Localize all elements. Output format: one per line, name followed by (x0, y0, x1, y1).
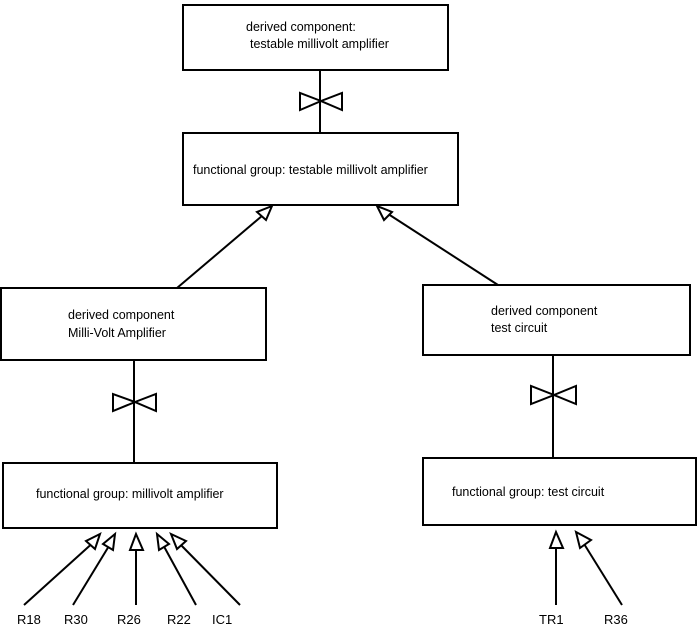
node-top-functional-group-line1: functional group: testable millivolt amp… (193, 163, 428, 177)
node-left-functional-group[interactable]: functional group: millivolt amplifier (2, 462, 278, 529)
leaf-label-tr1: TR1 (539, 612, 564, 627)
bowtie-derivation-icon-right-wing (132, 392, 157, 413)
node-left-derived-component[interactable]: derived component Milli-Volt Amplifier (0, 287, 267, 361)
node-left-functional-group-line1: functional group: millivolt amplifier (36, 487, 224, 501)
arrow-leaf-ic1-line (175, 539, 241, 606)
node-right-functional-group-rect[interactable] (422, 457, 697, 526)
arrow-leaf-tr1 (548, 529, 565, 605)
node-top-functional-group[interactable]: functional group: testable millivolt amp… (182, 132, 459, 206)
connector-top (299, 70, 343, 133)
node-left-derived-component-line1: derived component (68, 308, 175, 322)
node-top-derived-component[interactable]: derived component: testable millivolt am… (182, 4, 449, 71)
node-right-derived-component-rect[interactable] (422, 284, 691, 356)
arrow-right-derived-to-top-functional (374, 204, 499, 286)
bowtie-derivation-icon (299, 91, 343, 112)
arrow-leaf-r26 (128, 531, 145, 605)
arrow-leaf-tr1-head (548, 529, 565, 549)
node-left-functional-group-rect[interactable] (2, 462, 278, 529)
arrow-leaf-r22-line (160, 540, 197, 606)
arrow-leaf-r36-line (580, 538, 623, 606)
arrow-leaf-r30-head (101, 531, 117, 552)
arrow-leaf-r36-head (574, 530, 593, 550)
node-right-derived-component-line1: derived component (491, 304, 598, 318)
arrow-leaf-ic1-head (169, 532, 188, 551)
arrow-leaf-r22-head (155, 531, 171, 552)
node-top-derived-component-line1: derived component: (246, 20, 356, 34)
node-top-derived-component-line2: testable millivolt amplifier (250, 37, 389, 51)
bowtie-derivation-icon (530, 384, 577, 406)
bowtie-derivation-icon-left-wing (112, 392, 138, 413)
node-right-functional-group-line1: functional group: test circuit (452, 485, 605, 499)
bowtie-derivation-icon-left-wing (299, 91, 324, 112)
arrow-left-derived-to-top-functional (176, 204, 274, 289)
arrow-left-derived-to-top-functional-head (255, 204, 274, 222)
node-left-derived-component-line2: Milli-Volt Amplifier (68, 326, 166, 340)
leaf-label-ic1: IC1 (212, 612, 232, 627)
node-right-functional-group[interactable]: functional group: test circuit (422, 457, 697, 526)
arrow-leaf-r26-head (128, 531, 145, 551)
node-right-derived-component[interactable]: derived component test circuit (422, 284, 691, 356)
bowtie-derivation-icon-right-wing (318, 91, 343, 112)
leaf-label-r26: R26 (117, 612, 141, 627)
arrow-leaf-r36 (574, 530, 623, 606)
arrow-right-derived-to-top-functional-head (374, 204, 394, 222)
arrow-leaf-r22 (155, 531, 197, 606)
bowtie-derivation-icon-left-wing (530, 384, 557, 406)
connector-right (530, 355, 577, 458)
arrow-leaf-r30-line (72, 540, 113, 606)
node-right-derived-component-line2: test circuit (491, 321, 548, 335)
arrow-leaf-ic1 (169, 532, 241, 606)
arrow-leaf-r18-line (23, 539, 97, 606)
leaf-label-r36: R36 (604, 612, 628, 627)
leaf-label-r22: R22 (167, 612, 191, 627)
leaf-label-r30: R30 (64, 612, 88, 627)
arrow-leaf-r30 (72, 531, 117, 606)
node-top-derived-component-rect[interactable] (182, 4, 449, 71)
arrow-leaf-r18-head (84, 532, 102, 551)
node-top-functional-group-rect[interactable] (182, 132, 459, 206)
arrow-leaf-r18 (23, 532, 102, 606)
arrow-right-derived-to-top-functional-line (381, 209, 499, 286)
connector-left (112, 360, 157, 463)
arrow-left-derived-to-top-functional-line (176, 209, 270, 289)
leaf-label-r18: R18 (17, 612, 41, 627)
bowtie-derivation-icon (112, 392, 157, 413)
node-left-derived-component-rect[interactable] (0, 287, 267, 361)
bowtie-derivation-icon-right-wing (551, 384, 577, 406)
